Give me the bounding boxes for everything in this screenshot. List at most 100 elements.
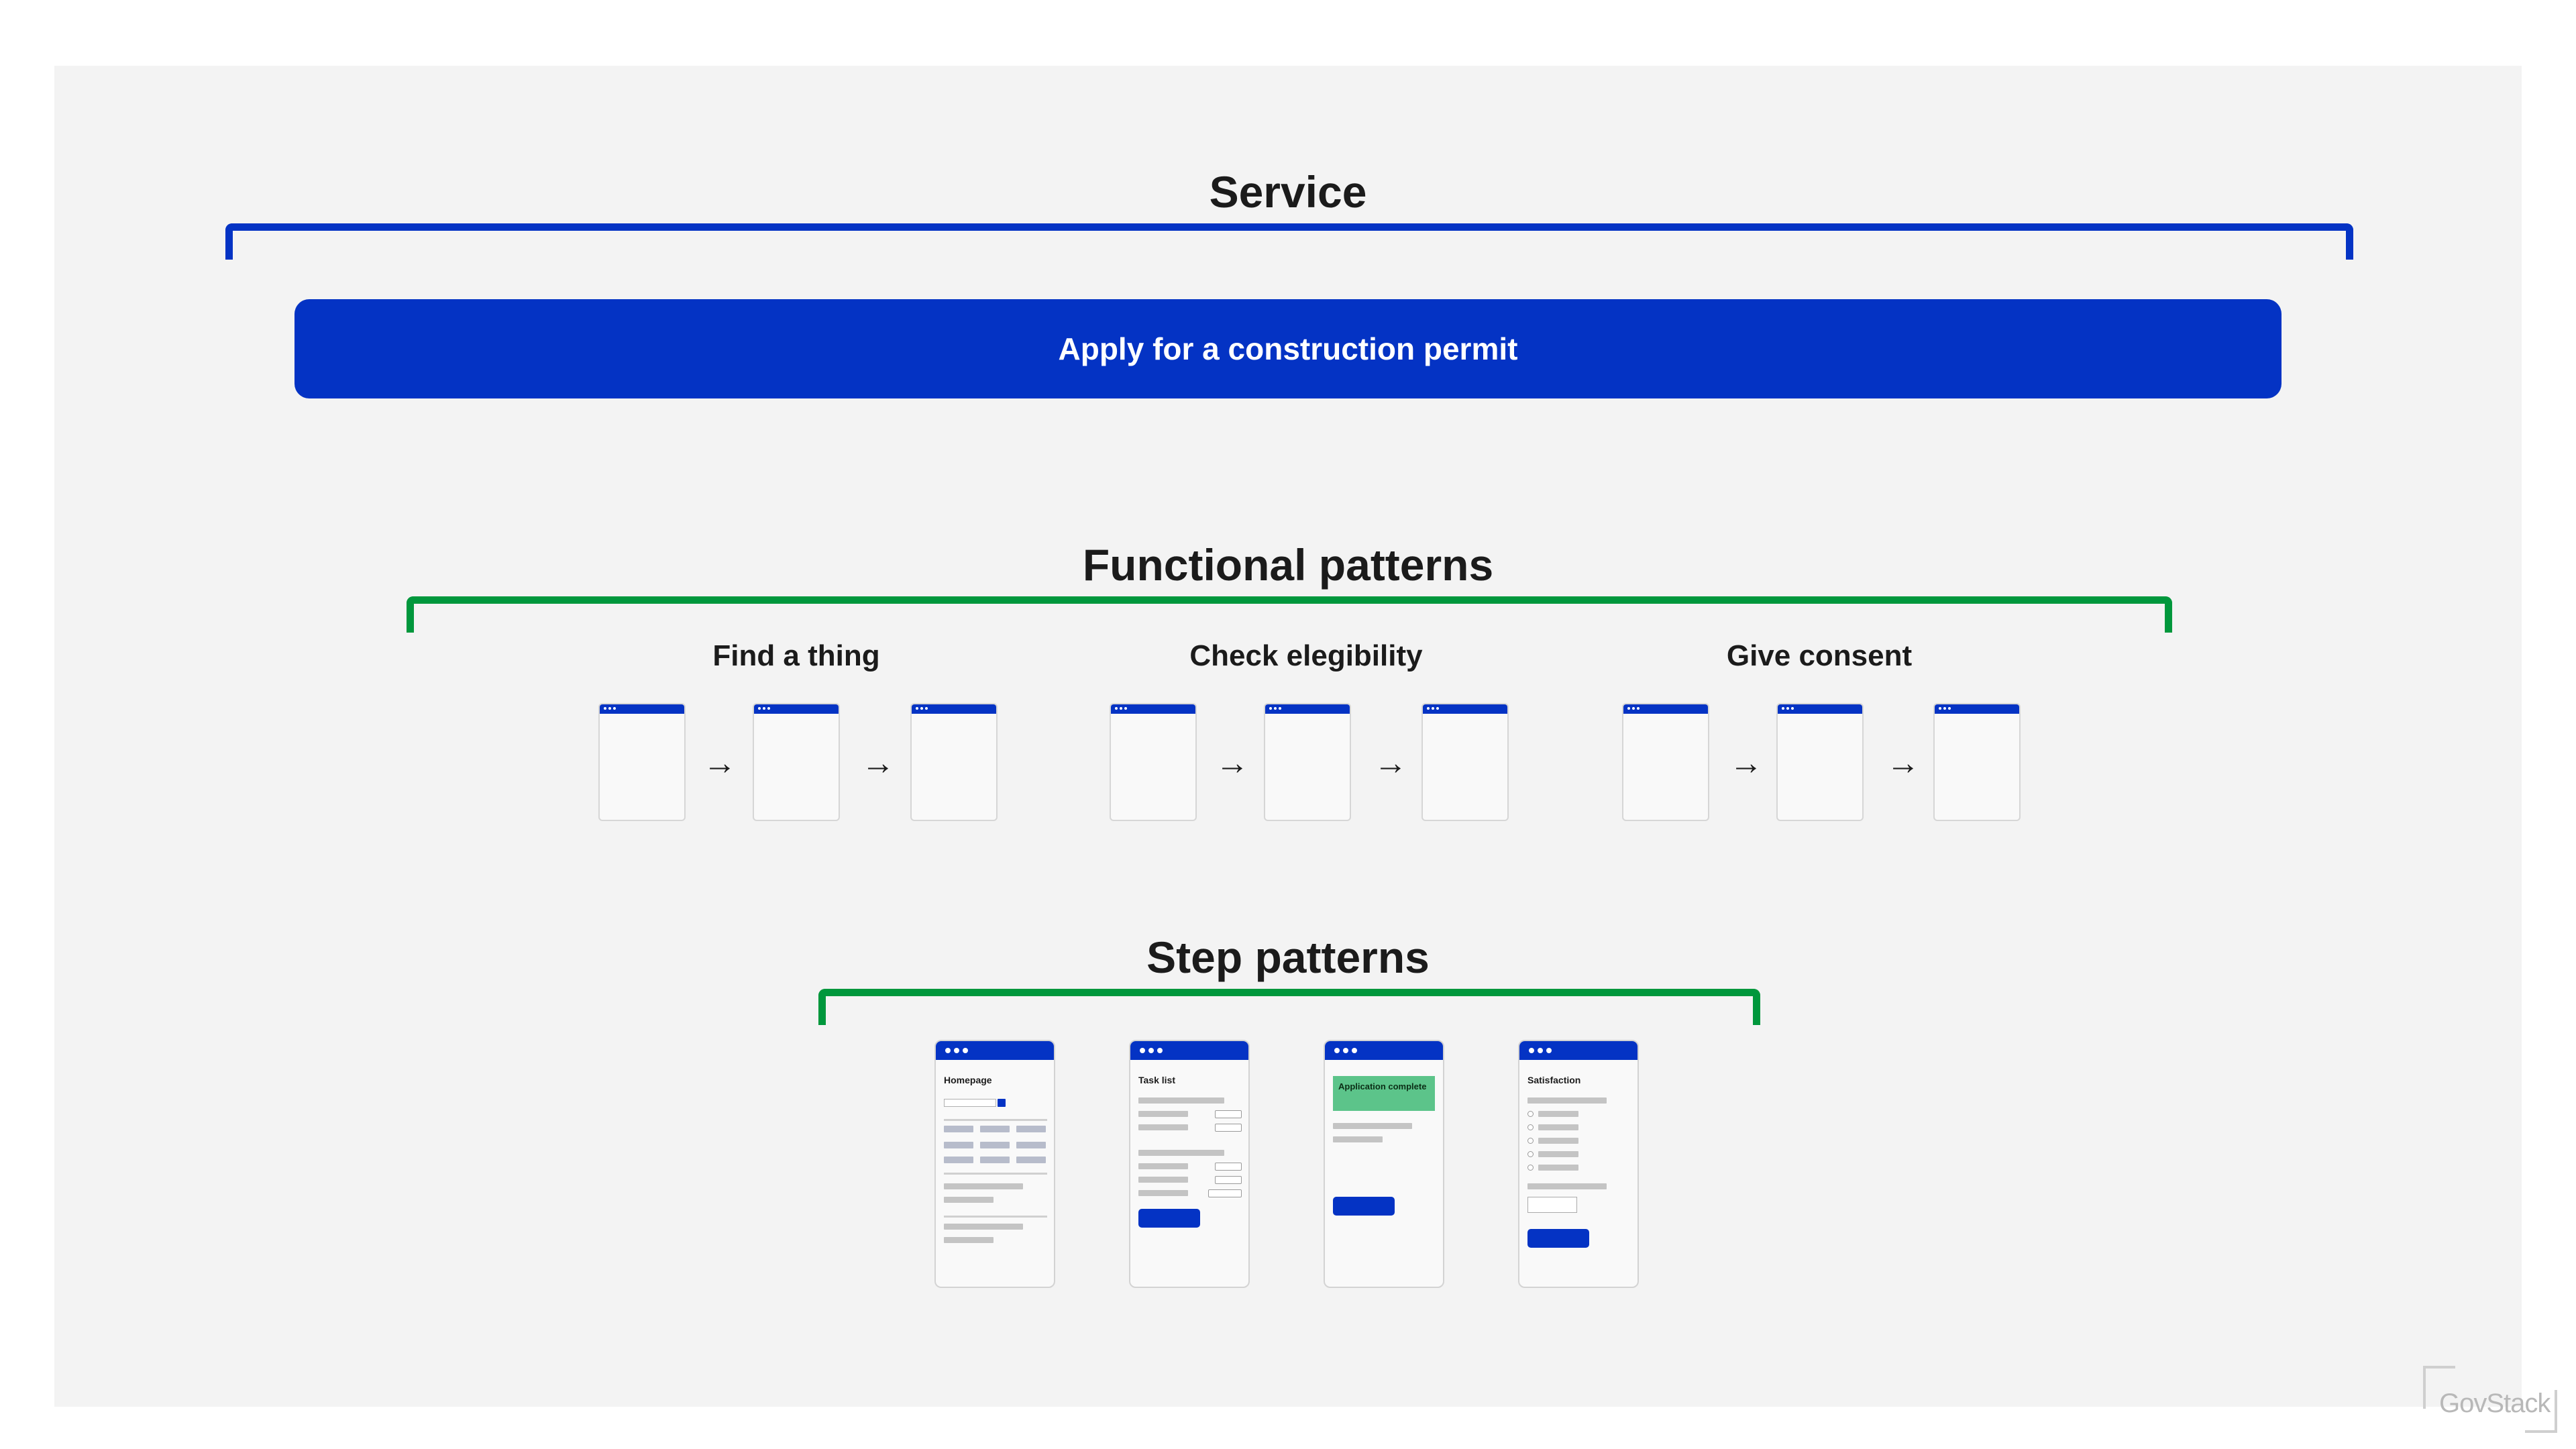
flow-screen <box>1622 703 1709 821</box>
divider <box>944 1173 1047 1175</box>
flow-screen <box>910 703 998 821</box>
placeholder-line <box>980 1126 1010 1132</box>
continue-button <box>1138 1209 1200 1228</box>
screen-header-bar <box>1130 1041 1248 1060</box>
screen-header-bar <box>600 704 684 714</box>
screen-header-bar <box>1623 704 1708 714</box>
submit-button <box>1527 1229 1589 1248</box>
logo-corner <box>2423 1366 2455 1409</box>
radio-option <box>1527 1124 1534 1130</box>
screen-header-bar <box>1325 1041 1443 1060</box>
placeholder-line <box>1527 1183 1607 1189</box>
screen-title: Satisfaction <box>1527 1075 1581 1085</box>
placeholder-line <box>1138 1150 1224 1156</box>
arrow-right-icon: → <box>703 744 737 782</box>
screen-title: Task list <box>1138 1075 1175 1085</box>
arrow-right-icon: → <box>1374 744 1407 782</box>
placeholder-line <box>1138 1177 1188 1183</box>
group-title-check-elegibility: Check elegibility <box>1189 639 1423 672</box>
flow-screen <box>598 703 686 821</box>
screen-header-bar <box>1778 704 1862 714</box>
placeholder-line <box>944 1126 973 1132</box>
window-dots-icon <box>1334 1048 1357 1053</box>
functional-patterns-bracket <box>407 596 2172 633</box>
screen-header-bar <box>1111 704 1195 714</box>
apply-construction-permit-button[interactable]: Apply for a construction permit <box>294 299 2282 398</box>
placeholder-line <box>1016 1157 1046 1163</box>
screen-header-bar <box>1423 704 1507 714</box>
window-dots-icon <box>1269 707 1281 710</box>
logo-corner <box>2525 1390 2557 1433</box>
step-screen-task-list: Task list <box>1129 1040 1250 1288</box>
flow-screen <box>1421 703 1509 821</box>
logo-text: GovStack <box>2439 1389 2551 1418</box>
placeholder-line <box>944 1224 1023 1230</box>
service-button-label: Apply for a construction permit <box>1058 331 1518 366</box>
screen-header-bar <box>1935 704 2019 714</box>
placeholder-line <box>1138 1190 1188 1196</box>
search-field <box>944 1099 996 1107</box>
screen-title: Application complete <box>1338 1081 1427 1091</box>
placeholder-line <box>1538 1151 1578 1157</box>
status-tag <box>1215 1163 1242 1171</box>
search-button <box>998 1099 1006 1107</box>
placeholder-line <box>1016 1142 1046 1148</box>
step-screen-application-complete: Application complete <box>1324 1040 1444 1288</box>
step-screen-satisfaction: Satisfaction <box>1518 1040 1639 1288</box>
divider <box>944 1216 1047 1218</box>
arrow-right-icon: → <box>1729 744 1763 782</box>
radio-option <box>1527 1151 1534 1157</box>
group-title-give-consent: Give consent <box>1726 639 1913 672</box>
placeholder-line <box>944 1142 973 1148</box>
status-tag <box>1208 1189 1242 1197</box>
window-dots-icon <box>916 707 928 710</box>
status-tag <box>1215 1124 1242 1132</box>
window-dots-icon <box>1427 707 1439 710</box>
confirmation-panel: Application complete <box>1333 1076 1435 1111</box>
flow-screen <box>1933 703 2021 821</box>
placeholder-line <box>1538 1111 1578 1117</box>
window-dots-icon <box>1939 707 1951 710</box>
radio-option <box>1527 1165 1534 1171</box>
window-dots-icon <box>758 707 770 710</box>
window-dots-icon <box>1529 1048 1552 1053</box>
flow-screen <box>1776 703 1864 821</box>
placeholder-line <box>944 1197 994 1203</box>
functional-patterns-heading: Functional patterns <box>1082 540 1494 590</box>
placeholder-line <box>980 1142 1010 1148</box>
continue-button <box>1333 1197 1395 1216</box>
placeholder-line <box>944 1183 1023 1189</box>
status-tag <box>1215 1176 1242 1184</box>
window-dots-icon <box>1115 707 1127 710</box>
service-heading: Service <box>1209 167 1367 217</box>
screen-header-bar <box>1519 1041 1638 1060</box>
arrow-right-icon: → <box>1886 744 1920 782</box>
govstack-logo: GovStack <box>2423 1366 2557 1433</box>
placeholder-line <box>1016 1126 1046 1132</box>
placeholder-line <box>1538 1124 1578 1130</box>
text-field <box>1527 1197 1577 1213</box>
screen-header-bar <box>936 1041 1054 1060</box>
window-dots-icon <box>1140 1048 1163 1053</box>
window-dots-icon <box>1782 707 1794 710</box>
placeholder-line <box>1138 1111 1188 1117</box>
window-dots-icon <box>1627 707 1640 710</box>
arrow-right-icon: → <box>861 744 895 782</box>
screen-header-bar <box>912 704 996 714</box>
service-bracket <box>225 223 2353 260</box>
placeholder-line <box>980 1157 1010 1163</box>
placeholder-line <box>1138 1124 1188 1130</box>
window-dots-icon <box>604 707 616 710</box>
step-screen-homepage: Homepage <box>934 1040 1055 1288</box>
radio-option <box>1527 1111 1534 1117</box>
placeholder-line <box>1333 1136 1383 1142</box>
flow-screen <box>1264 703 1351 821</box>
screen-header-bar <box>1265 704 1350 714</box>
screen-header-bar <box>754 704 839 714</box>
placeholder-line <box>1527 1097 1607 1104</box>
placeholder-line <box>1138 1163 1188 1169</box>
placeholder-line <box>1333 1123 1412 1129</box>
placeholder-line <box>944 1237 994 1243</box>
radio-option <box>1527 1138 1534 1144</box>
group-title-find-a-thing: Find a thing <box>712 639 880 672</box>
